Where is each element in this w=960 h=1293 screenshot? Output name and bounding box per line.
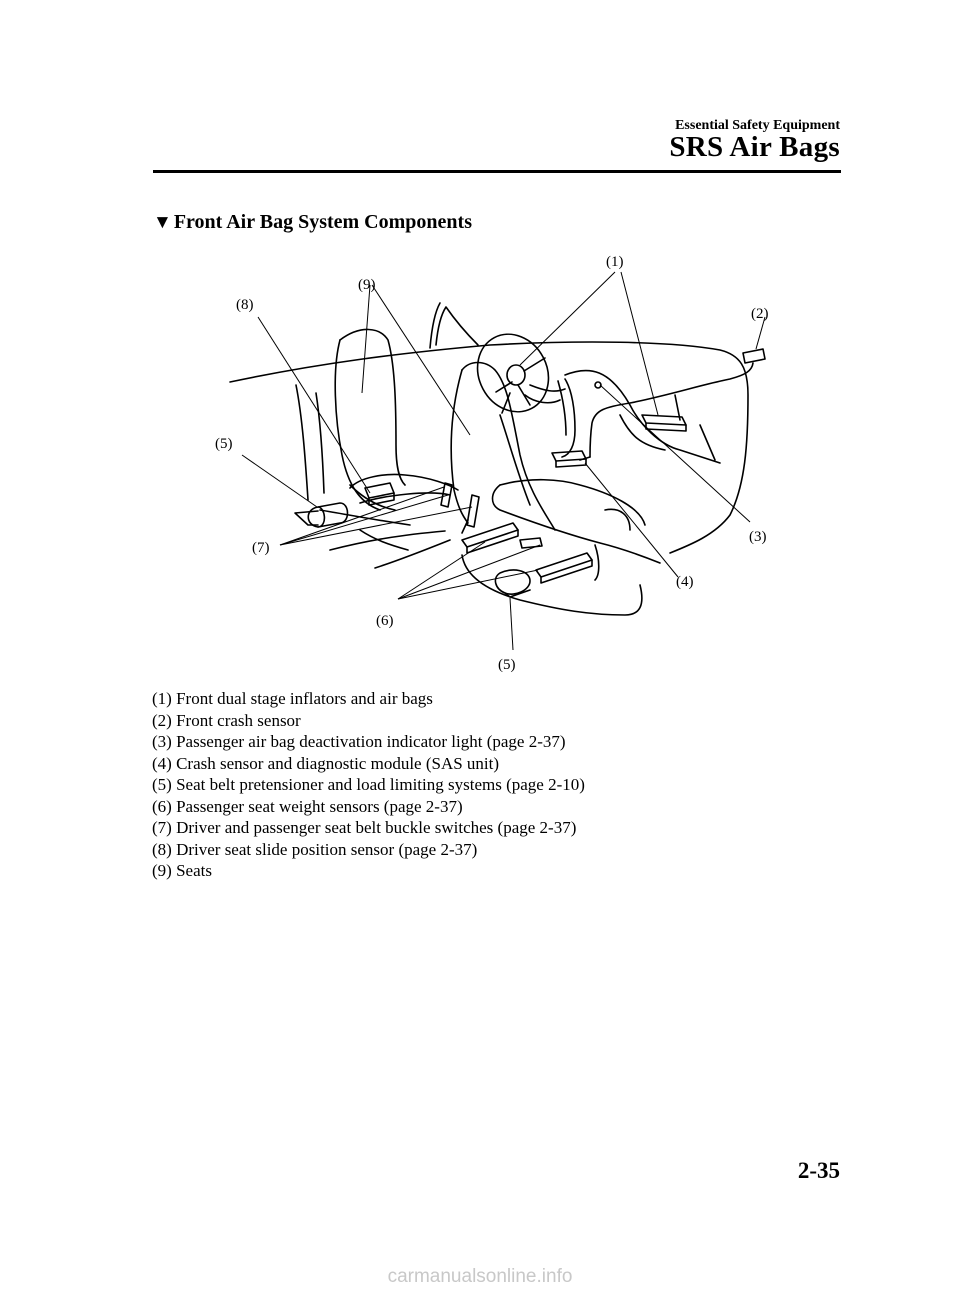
legend-item: (9) Seats (152, 861, 212, 880)
callout-1: (1) (606, 254, 624, 270)
callout-5-left: (5) (215, 436, 233, 452)
legend-item: (7) Driver and passenger seat belt buckl… (152, 818, 577, 837)
diagram-leader-lines (241, 271, 766, 651)
callout-5-bottom: (5) (498, 657, 516, 673)
diagram-linework (229, 302, 766, 616)
component-legend-list: (1) Front dual stage inflators and air b… (152, 688, 585, 882)
watermark-text: carmanualsonline.info (387, 1266, 573, 1287)
page-number: 2-35 (797, 1158, 840, 1183)
legend-item: (3) Passenger air bag deactivation indic… (152, 732, 566, 751)
callout-8: (8) (236, 297, 254, 313)
section-title-text: Front Air Bag System Components (173, 211, 472, 233)
legend-item: (2) Front crash sensor (152, 710, 301, 730)
triangle-marker-icon: ▼ (153, 212, 172, 233)
section-title: ▼Front Air Bag System Components (153, 211, 472, 234)
diagram-callouts: (1) (2) (3) (4) (5) (5) (6) (7) (8) (9) (215, 254, 769, 673)
header-section-name: Essential Safety Equipment (675, 118, 840, 133)
callout-2: (2) (751, 306, 769, 322)
legend-item: (1) Front dual stage inflators and air b… (152, 689, 433, 708)
callout-3: (3) (749, 529, 767, 545)
legend-item: (4) Crash sensor and diagnostic module (… (152, 753, 500, 773)
callout-7: (7) (252, 540, 270, 556)
callout-6: (6) (376, 613, 394, 629)
header-chapter-title: SRS Air Bags (669, 131, 840, 163)
callout-9: (9) (358, 277, 376, 293)
airbag-components-diagram: (1) (2) (3) (4) (5) (5) (6) (7) (8) (9) (215, 254, 769, 673)
callout-4: (4) (676, 574, 694, 590)
legend-item: (6) Passenger seat weight sensors (page … (152, 796, 463, 816)
legend-item: (5) Seat belt pretensioner and load limi… (152, 775, 585, 794)
header-rule (153, 170, 841, 173)
legend-item: (8) Driver seat slide position sensor (p… (152, 839, 478, 859)
